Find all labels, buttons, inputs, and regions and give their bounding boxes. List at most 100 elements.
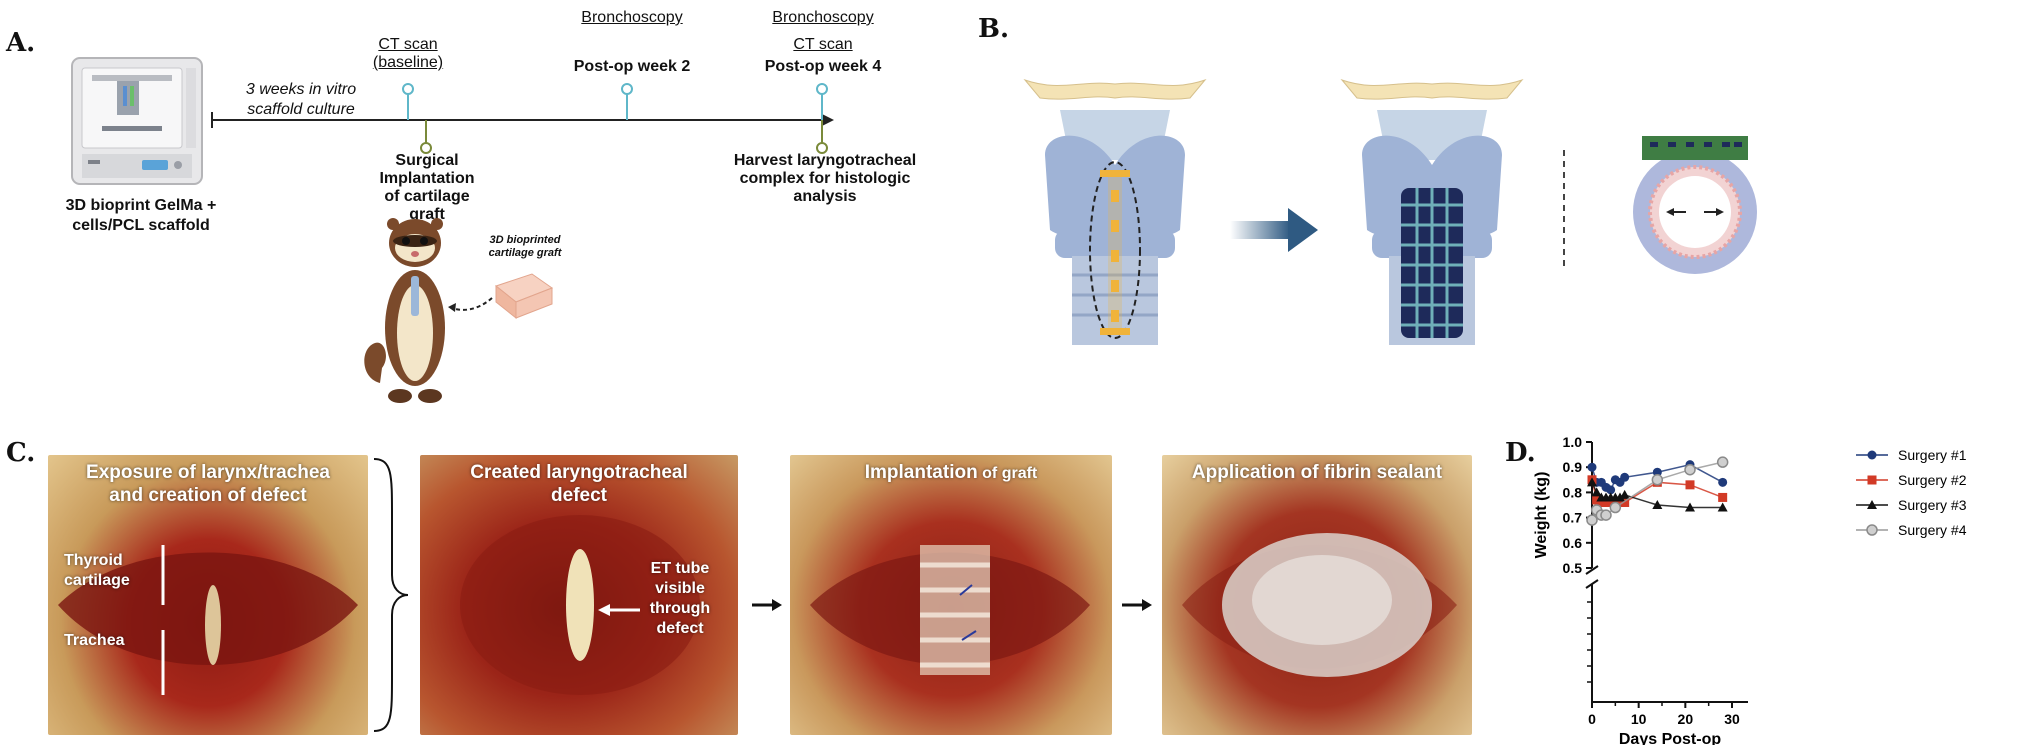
surgical-line1: Surgical [395,152,459,169]
photo1-caption: Exposure of larynx/trachea and creation … [48,461,368,507]
bracket [373,458,409,732]
graft-label: 3D bioprinted cartilage graft [480,234,570,260]
harvest-label: Harvest laryngotracheal complex for hist… [700,152,950,206]
y-tick-label: 0.9 [1563,459,1583,475]
panel-label-b: B. [978,14,1010,44]
harvest-line3: analysis [793,188,857,205]
data-point [1718,477,1728,487]
data-point [1651,474,1664,486]
data-point [1652,467,1662,477]
culture-label-line2: scaffold culture [247,101,355,118]
photo2-caption-line1: Created laryngotracheal [470,462,688,483]
et-line4: defect [656,620,704,637]
y-axis-label: Weight (kg) [1533,472,1550,559]
data-point [1601,497,1611,507]
printer-caption: 3D bioprint GelMa + cells/PCL scaffold [36,196,246,236]
thyroid-cartilage-label: Thyroid cartilage [64,551,130,591]
thyroid-line1: Thyroid [64,552,123,569]
data-point [1620,472,1630,482]
panel-label-d: D. [1505,438,1536,468]
y-tick-label: 0.5 [1563,560,1583,576]
data-point [1586,514,1598,526]
data-point [1615,497,1625,507]
data-point [1684,463,1696,476]
et-line2: visible [655,580,705,597]
ct-scan-week4: CT scan [793,36,853,53]
data-point [1606,485,1616,495]
ct-baseline-line2: (baseline) [372,54,444,71]
legend-marker [1867,500,1877,509]
data-point [1619,489,1630,499]
trachea-cross-section-illustration [1633,136,1757,274]
arrow-icon-2 [1122,599,1152,611]
panel-divider [1563,150,1565,270]
right-arrow-icon [1230,208,1318,252]
data-point [1620,497,1630,507]
y-tick-label: 0.6 [1563,535,1583,551]
thyroid-line2: cartilage [64,572,130,589]
data-point [1716,456,1729,468]
printer-caption-line2: cells/PCL scaffold [72,217,210,234]
photo1-caption-line2: and creation of defect [109,485,307,506]
x-tick-label: 10 [1631,711,1647,727]
printer-caption-line1: 3D bioprint GelMa + [65,197,217,214]
legend-label: Surgery #3 [1898,497,1967,513]
bioprinter-illustration [71,57,203,185]
legend-marker [1866,524,1878,536]
data-point [1609,501,1622,514]
trachea-label: Trachea [64,632,125,649]
data-point [1591,487,1602,497]
x-tick-label: 0 [1588,711,1596,727]
et-line1: ET tube [650,560,710,577]
data-point [1587,477,1597,487]
culture-label-line1: 3 weeks in vitro [245,81,357,98]
data-point [1685,480,1695,490]
bronchoscopy-week2: Bronchoscopy [581,9,683,26]
legend-label: Surgery #4 [1898,522,1967,538]
data-point [1587,462,1597,472]
data-point [1600,509,1612,521]
surgical-photo-defect: Created laryngotracheal defect ET tube v… [420,455,738,735]
harvest-line2: complex for histologic [739,170,911,187]
legend-marker [1867,450,1877,460]
culture-label: 3 weeks in vitro scaffold culture [236,80,366,120]
postop-week4: Post-op week 4 [764,58,882,75]
data-point [1718,492,1728,502]
photo3-caption-suffix: of graft [977,465,1038,482]
y-tick-label: 1.0 [1563,434,1583,450]
x-tick-label: 30 [1724,711,1740,727]
legend-label: Surgery #1 [1898,447,1967,463]
x-tick-label: 20 [1678,711,1694,727]
photo3-caption: Implantation of graft [790,461,1112,485]
data-point [1615,492,1625,502]
arrow-icon [752,599,782,611]
photo2-caption: Created laryngotracheal defect [420,461,738,507]
surgical-line2: Implantation [379,170,475,187]
surgical-photo-exposure: Exposure of larynx/trachea and creation … [48,455,368,735]
data-point [1685,502,1695,512]
axis-break-mark-2 [1585,579,1599,589]
et-tube-label: ET tube visible through defect [642,559,718,639]
photo2-caption-line2: defect [551,485,607,506]
photo1-caption-line1: Exposure of larynx/trachea [86,462,330,483]
ferret-illustration [364,218,445,403]
graft-arrow [448,297,493,312]
graft-cube-illustration [494,273,554,320]
postop-week2: Post-op week 2 [573,58,691,75]
y-tick-label: 0.7 [1563,510,1583,526]
et-line3: through [649,600,711,617]
data-point [1652,500,1663,509]
bronchoscopy-week4: Bronchoscopy [772,9,874,26]
panel-label-a: A. [6,28,36,58]
x-axis-label: Days Post-op [1619,731,1721,745]
graft-label-line2: cartilage graft [488,247,562,259]
data-point [1606,497,1616,507]
axis-break-mark-1 [1585,565,1599,575]
ct-baseline-label: CT scan (baseline) [358,36,458,72]
surgical-photo-fibrin: Application of fibrin sealant [1162,455,1472,735]
data-point [1717,502,1728,512]
data-point [1596,497,1606,507]
data-point [1592,495,1602,505]
larynx-graft-illustration [1340,78,1524,345]
